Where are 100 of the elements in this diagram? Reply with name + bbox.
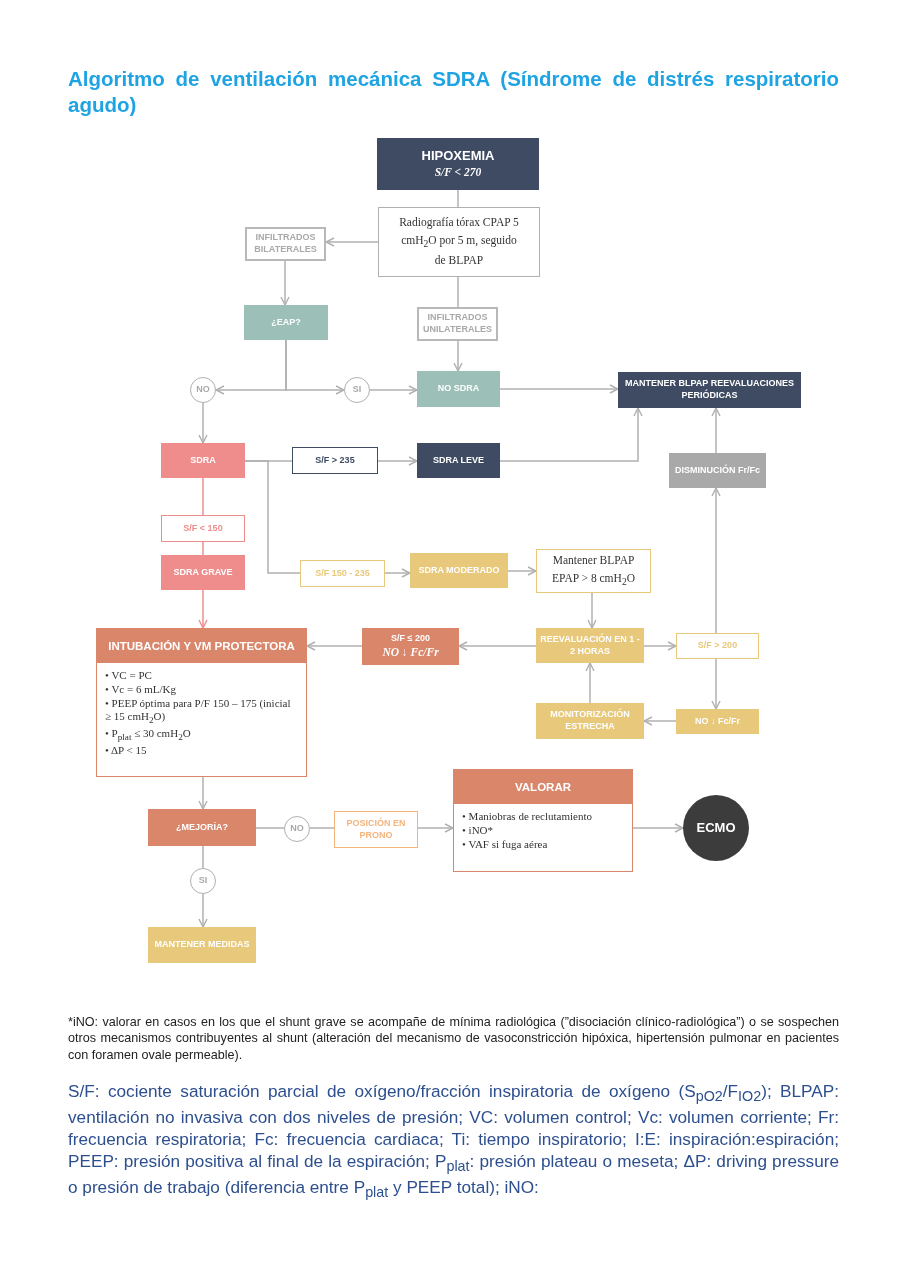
list-item: • VAF si fuga aérea bbox=[462, 837, 549, 852]
arrow bbox=[280, 260, 290, 306]
box-sublabel: S/F < 270 bbox=[433, 164, 483, 180]
process-box bbox=[536, 703, 644, 739]
process-box bbox=[377, 138, 539, 190]
box-label: S/F 150 - 235 bbox=[314, 567, 371, 580]
box-sublabel: NO ↓ Fc/Fr bbox=[381, 644, 440, 660]
arrow bbox=[711, 658, 721, 710]
note-text: S/F: cociente saturación parcial de oxígeno/fracción inspiratoria de oxígeno (S$_{pO2}$/F$_{IO2}$); BLPAP: ventilación no invasiva con dos niveles de presión; VC: volumen control; Vc: volumen corriente; Fr: frecuencia respiratoria; Fc: frecuencia cardiaca; Ti: tiempo inspiratorio; I:E: inspiración:espiración; PEEP: presión positiva al final de la espiración; P$_{plat}$: presión plateau o meseta; ΔP: driving pressure o presión de trabajo (diferencia entre P$_{plat}$ y PEEP total); iNO: bbox=[68, 1080, 839, 1202]
process-box bbox=[148, 809, 256, 846]
box-label: MANTENER MEDIDAS bbox=[153, 939, 251, 951]
detail-card bbox=[96, 628, 307, 777]
arrow bbox=[325, 237, 379, 247]
arrow bbox=[632, 823, 684, 833]
box-label: MONITORIZACIÓN ESTRECHA bbox=[549, 709, 631, 733]
box-label: REEVALUACIÓN EN 1 - 2 HORAS bbox=[539, 633, 641, 658]
connector-line bbox=[255, 827, 285, 829]
arrow bbox=[198, 589, 208, 629]
list-item: • iNO* bbox=[462, 823, 495, 838]
list-item: • VC = PC bbox=[105, 669, 153, 683]
condition-box bbox=[292, 447, 378, 474]
box-label: SDRA LEVE bbox=[431, 454, 486, 467]
box-label: NO bbox=[195, 384, 211, 396]
box-label: SDRA bbox=[189, 454, 217, 467]
arrow bbox=[285, 339, 345, 395]
box-label: ¿EAP? bbox=[270, 316, 302, 329]
box-label: S/F ≤ 200 bbox=[390, 633, 431, 645]
decision-circle bbox=[344, 377, 370, 403]
arrow bbox=[587, 592, 597, 629]
box-text: Mantener BLPAP EPAP > 8 cmH$_{2}$O bbox=[551, 553, 636, 590]
process-box bbox=[618, 372, 801, 408]
condition-box bbox=[161, 515, 245, 542]
process-box bbox=[378, 207, 540, 277]
arrow bbox=[306, 641, 363, 651]
list-item: • PEEP óptima para P/F 150 – 175 (inicial ≥ 15 cmH$_{2}$O) bbox=[105, 696, 292, 727]
connector-line bbox=[244, 460, 301, 574]
box-label: INFILTRADOS BILATERALES bbox=[253, 232, 318, 256]
arrow bbox=[643, 641, 677, 651]
condition-box bbox=[300, 560, 385, 587]
process-box bbox=[417, 371, 500, 407]
decision-circle bbox=[190, 377, 216, 403]
box-label: SI bbox=[351, 384, 363, 396]
process-box bbox=[244, 305, 328, 340]
arrow bbox=[711, 407, 721, 454]
arrow bbox=[585, 662, 595, 704]
arrow bbox=[507, 566, 537, 576]
arrow bbox=[643, 716, 677, 726]
card-header: INTUBACIÓN Y VM PROTECTORA bbox=[97, 629, 306, 663]
connector-line bbox=[457, 189, 459, 208]
decision-circle bbox=[190, 868, 216, 894]
box-label: S/F > 200 bbox=[696, 640, 739, 652]
process-box bbox=[676, 709, 759, 734]
box-label: S/F > 235 bbox=[314, 454, 356, 467]
list-item: • Maniobras de reclutamiento bbox=[462, 810, 593, 824]
box-label: SDRA GRAVE bbox=[172, 566, 234, 579]
title: Algoritmo de ventilación mecánica SDRA (Síndrome de distrés respiratorio agudo) bbox=[68, 66, 839, 118]
arrow bbox=[711, 487, 721, 634]
detail-card bbox=[453, 769, 633, 872]
box-label: POSICIÓN EN PRONO bbox=[345, 817, 407, 842]
box-label: NO ↓ Fc/Fr bbox=[694, 715, 741, 728]
arrow bbox=[453, 340, 463, 372]
box-label: HIPOXEMIA bbox=[420, 148, 496, 165]
box-label: SDRA MODERADO bbox=[417, 564, 501, 577]
list-item: • Vc = 6 mL/Kg bbox=[105, 682, 177, 697]
arrow bbox=[198, 893, 208, 928]
connector-line bbox=[202, 541, 204, 556]
arrow bbox=[417, 823, 454, 833]
list-item: • P$_{plat}$ ≤ 30 cmH$_{2}$O bbox=[105, 726, 192, 744]
decision-circle bbox=[284, 816, 310, 842]
arrow bbox=[198, 402, 208, 444]
process-box bbox=[362, 628, 459, 665]
process-box bbox=[536, 549, 651, 593]
connector-line bbox=[309, 827, 335, 829]
box-label: ECMO bbox=[695, 819, 737, 837]
card-header: VALORAR bbox=[454, 770, 632, 804]
box-text: Radiografía tórax CPAP 5 cmH$_{2}$O por 5 m, seguido de BLPAP bbox=[398, 215, 520, 269]
arrow bbox=[369, 385, 418, 395]
note-text: *iNO: valorar en casos en los que el shunt grave se acompañe de mínima radiológica (”disociación clínico-radiológica”) o se sospechen otros mecanismos contribuyentes al shunt (alteración del mecanismo de vasoconstricción hipóxica, hipertensión pulmonar en pacientes con foramen ovale permeable). bbox=[68, 1014, 839, 1064]
list-item: • ΔP < 15 bbox=[105, 743, 148, 758]
process-box bbox=[161, 443, 245, 478]
box-label: MANTENER BLPAP REEVALUACIONES PERIÓDICAS bbox=[624, 378, 795, 402]
arrow bbox=[458, 641, 537, 651]
arrow bbox=[384, 568, 411, 578]
condition-box bbox=[676, 633, 759, 659]
process-box bbox=[148, 927, 256, 963]
process-box bbox=[669, 453, 766, 488]
outlined-box bbox=[334, 811, 418, 848]
box-label: NO SDRA bbox=[436, 383, 481, 395]
box-label: S/F < 150 bbox=[182, 522, 224, 535]
arrow bbox=[499, 407, 643, 462]
connector-line bbox=[202, 845, 204, 869]
arrow bbox=[377, 456, 418, 466]
connector-line bbox=[202, 477, 204, 516]
outlined-box bbox=[245, 227, 326, 261]
box-label: SI bbox=[197, 875, 209, 887]
box-label: INFILTRADOS UNILATERALES bbox=[422, 312, 493, 336]
arrow bbox=[499, 384, 619, 394]
box-label: DISMINUCIÓN Fr/Fc bbox=[674, 464, 761, 477]
process-box bbox=[161, 555, 245, 590]
process-box bbox=[417, 443, 500, 478]
